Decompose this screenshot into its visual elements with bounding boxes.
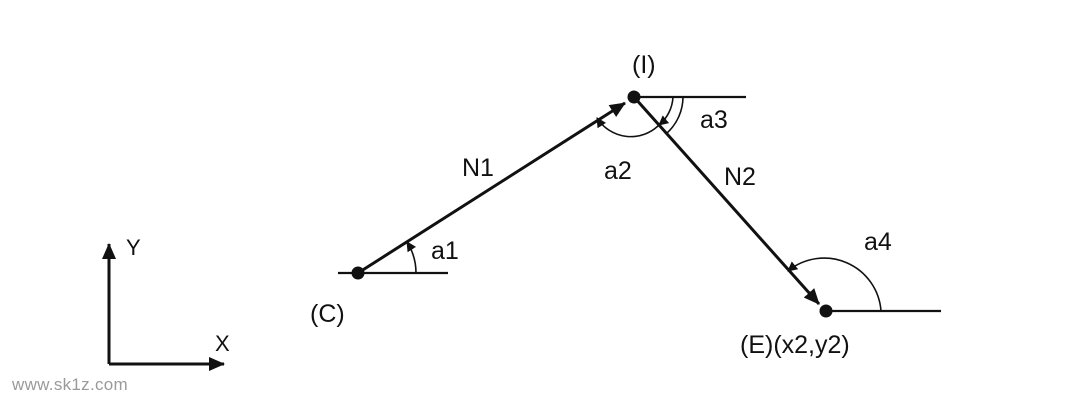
point-e xyxy=(819,304,833,318)
segment-label-n2: N2 xyxy=(724,163,756,191)
angle-label-a4: a4 xyxy=(864,228,892,256)
angle-label-a2: a2 xyxy=(604,157,632,185)
watermark: www.sk1z.com xyxy=(12,375,129,394)
angle-arc-a1 xyxy=(406,241,417,274)
point-c xyxy=(351,266,365,280)
diagram-labels: (C) (I) (E)(x2,y2) N1 N2 a1 a2 a3 a4 xyxy=(310,51,892,359)
y-axis-label: Y xyxy=(126,235,141,260)
path-points xyxy=(351,90,833,318)
angle-arc-a4 xyxy=(787,257,882,312)
x-axis-label: X xyxy=(215,331,230,356)
segment-label-n1: N1 xyxy=(462,154,494,182)
point-label-i: (I) xyxy=(632,51,656,79)
point-label-c: (C) xyxy=(310,300,345,328)
angle-arcs xyxy=(406,96,882,312)
segment-n1 xyxy=(357,101,626,275)
reference-lines xyxy=(338,95,941,313)
angle-label-a1: a1 xyxy=(431,237,459,265)
angle-arc-a3-outer xyxy=(666,96,684,134)
angle-label-a3: a3 xyxy=(700,106,728,134)
point-label-e: (E)(x2,y2) xyxy=(740,331,850,359)
angle-arc-a3-inner xyxy=(658,96,674,126)
angle-arc-a2 xyxy=(596,117,660,138)
axes: Y X xyxy=(102,235,230,371)
point-i xyxy=(627,90,641,104)
